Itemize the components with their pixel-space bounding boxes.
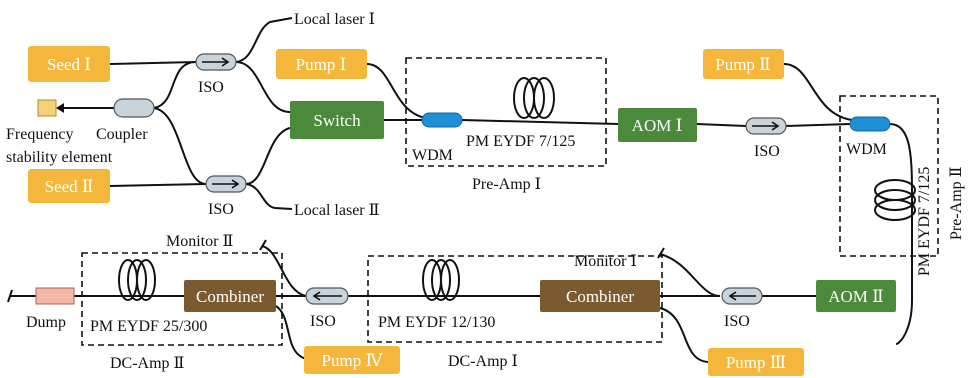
fiber-coil-dc-amp1 bbox=[422, 259, 460, 301]
dc-amp1-label: DC-Amp Ⅰ bbox=[448, 353, 518, 370]
aom2-box bbox=[816, 280, 896, 312]
coupler bbox=[113, 98, 155, 118]
wdm2-label: WDM bbox=[846, 141, 887, 158]
iso-label-top: ISO bbox=[198, 79, 224, 96]
fiber-coil-dc-amp2 bbox=[118, 259, 156, 301]
switch-box bbox=[290, 101, 384, 139]
fiber-iso-local-laser1 bbox=[235, 17, 293, 63]
aom1-label: AOM Ⅰ bbox=[632, 116, 683, 135]
aom1-box bbox=[618, 108, 697, 142]
isolator-pre-amp bbox=[745, 117, 787, 135]
iso-label-bottom: ISO bbox=[208, 201, 234, 218]
fiber-coil-pre-amp1 bbox=[513, 77, 555, 119]
monitor2-label: Monitor Ⅱ bbox=[166, 233, 233, 250]
combiner2-box bbox=[184, 280, 276, 312]
fiber-iso-switch-bottom bbox=[245, 127, 291, 185]
iso-label-dc-amp1: ISO bbox=[724, 313, 750, 330]
wdm2 bbox=[849, 116, 891, 132]
fiber-pump2-wdm2 bbox=[783, 63, 853, 121]
local-laser1-label: Local laser Ⅰ bbox=[294, 11, 375, 28]
pm-eydf-dc-amp1-label: PM EYDF 12/130 bbox=[378, 314, 495, 331]
fiber-paths bbox=[7, 17, 913, 363]
local-laser2-label: Local laser Ⅱ bbox=[294, 202, 380, 219]
fiber-wdm2-aom2 bbox=[889, 123, 913, 345]
dump-label: Dump bbox=[26, 314, 66, 331]
fiber-iso-wdm2 bbox=[785, 123, 851, 127]
isolator-top bbox=[195, 53, 237, 71]
iso-label-dc-amp2: ISO bbox=[310, 313, 336, 330]
dc-amp2-label: DC-Amp Ⅱ bbox=[110, 355, 184, 372]
pre-amp1-label: Pre-Amp Ⅰ bbox=[472, 176, 541, 193]
fiber-coil-pre-amp2 bbox=[874, 179, 916, 221]
fiber-iso-local-laser2 bbox=[245, 183, 293, 210]
frequency-label-line1: Frequency bbox=[6, 126, 74, 143]
switch-label: Switch bbox=[313, 111, 361, 130]
fiber-pump3-combiner1 bbox=[659, 307, 709, 363]
isolator-bottom bbox=[205, 175, 247, 193]
seed1-box bbox=[28, 46, 110, 82]
pre-amp1-enclosure bbox=[405, 57, 607, 167]
fiber-seed2-iso bbox=[109, 183, 207, 187]
fiber-monitor1 bbox=[659, 253, 721, 297]
wdm1-label: WDM bbox=[412, 147, 453, 164]
isolator-dc-amp1 bbox=[721, 287, 763, 305]
isolator-dc-amp2 bbox=[305, 287, 349, 305]
pm-eydf-dc-amp2-label: PM EYDF 25/300 bbox=[90, 318, 207, 335]
pump3-label: Pump Ⅲ bbox=[726, 353, 786, 372]
dump-element bbox=[35, 287, 75, 305]
pump2-box bbox=[703, 49, 784, 79]
combiner2-label: Combiner bbox=[196, 287, 264, 306]
pump4-box bbox=[304, 346, 400, 374]
coupler-label: Coupler bbox=[96, 126, 148, 143]
arrow-to-freq-element bbox=[56, 103, 64, 113]
fiber-monitor2 bbox=[261, 245, 307, 297]
fiber-pump1-wdm1 bbox=[366, 63, 427, 119]
monitor2-tip bbox=[259, 239, 267, 251]
seed1-label: Seed Ⅰ bbox=[47, 55, 91, 74]
dc-amp2-enclosure bbox=[81, 252, 283, 346]
output-end-mark bbox=[7, 289, 13, 303]
frequency-stability-element bbox=[37, 99, 57, 117]
wdm1 bbox=[421, 112, 463, 128]
fiber-coupler-down bbox=[153, 107, 207, 185]
pump3-box bbox=[708, 348, 804, 376]
fiber-aom1-iso bbox=[696, 123, 747, 127]
pre-amp2-enclosure bbox=[839, 95, 939, 257]
pm-eydf-pre-amp2-label: PM EYDF 7/125 bbox=[916, 167, 933, 276]
seed2-label: Seed Ⅱ bbox=[45, 177, 94, 196]
fiber-coupler-up bbox=[153, 61, 197, 109]
combiner1-label: Combiner bbox=[566, 287, 634, 306]
pump1-label: Pump Ⅰ bbox=[296, 55, 347, 74]
fiber-iso-switch-top bbox=[235, 61, 291, 113]
pump2-label: Pump Ⅱ bbox=[715, 55, 770, 74]
pump1-box bbox=[276, 49, 367, 79]
fiber-seed1-iso bbox=[109, 61, 197, 65]
monitor1-label: Monitor Ⅰ bbox=[574, 253, 637, 270]
fiber-wdm1-aom1 bbox=[461, 119, 619, 125]
iso-label-pre-amp: ISO bbox=[754, 143, 780, 160]
combiner1-box bbox=[540, 280, 660, 312]
pre-amp2-label: Pre-Amp Ⅱ bbox=[948, 166, 965, 240]
pm-eydf-pre-amp1-label: PM EYDF 7/125 bbox=[466, 133, 575, 150]
seed2-box bbox=[28, 169, 110, 203]
frequency-label-line2: stability element bbox=[6, 149, 113, 166]
aom2-label: AOM Ⅱ bbox=[828, 287, 883, 306]
pump4-label: Pump Ⅳ bbox=[322, 351, 384, 370]
